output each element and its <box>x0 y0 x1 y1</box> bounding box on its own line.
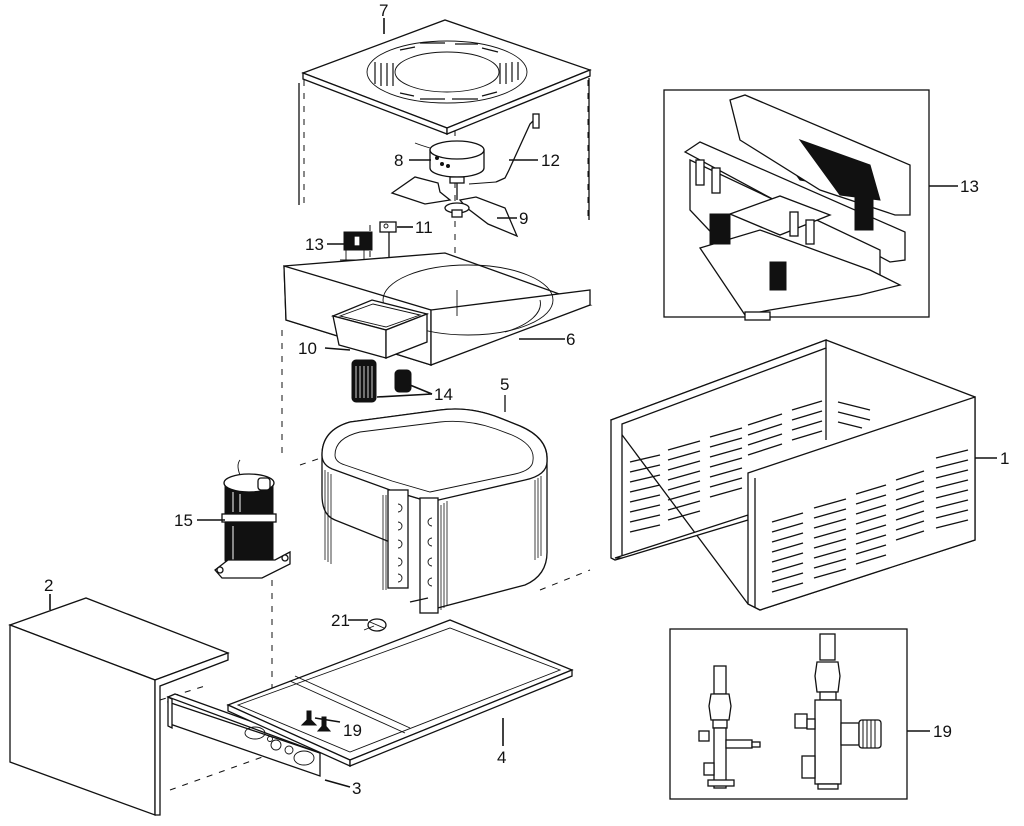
label-part-12: 12 <box>541 151 560 170</box>
coil-return-bends <box>397 503 433 587</box>
part-labels: 7 8 12 9 11 13 10 6 14 5 13 1 15 2 21 19… <box>44 1 1009 798</box>
label-part-5: 5 <box>500 375 509 394</box>
front-louvers <box>771 449 969 593</box>
label-part-7: 7 <box>379 1 388 20</box>
back-louvers <box>629 400 871 533</box>
label-part-2: 2 <box>44 576 53 595</box>
part-7-top-grille <box>298 19 592 220</box>
part-15-compressor <box>214 459 291 579</box>
part-10-control-box <box>330 299 430 359</box>
label-part-15: 15 <box>174 511 193 530</box>
part-2-access-panel <box>8 597 230 816</box>
part-13-contactor-small <box>340 231 373 263</box>
label-part-19-inset: 19 <box>933 722 952 741</box>
label-part-8: 8 <box>394 151 403 170</box>
part-5-condenser-coil <box>321 395 548 614</box>
part-12-motor-mount <box>468 113 540 185</box>
label-part-13-small: 13 <box>305 235 324 254</box>
label-part-10: 10 <box>298 339 317 358</box>
coil-fins <box>324 470 542 610</box>
leader-lines <box>49 18 997 788</box>
label-part-3: 3 <box>352 779 361 798</box>
label-part-13-inset: 13 <box>960 177 979 196</box>
part-19-valve-small <box>300 710 332 732</box>
inset-contactor-detail <box>663 89 930 321</box>
label-part-21: 21 <box>331 611 350 630</box>
label-part-11: 11 <box>415 218 433 237</box>
part-1-cabinet-wrapper <box>609 339 976 611</box>
label-part-14: 14 <box>434 385 453 404</box>
part-3-valve-panel <box>166 693 327 777</box>
part-4-base-pan <box>226 619 574 768</box>
label-part-4: 4 <box>497 748 506 767</box>
part-9-fan-blade <box>390 176 519 238</box>
label-part-6: 6 <box>566 330 575 349</box>
part-21-filter-drier <box>363 618 387 632</box>
part-14-capacitors <box>351 359 433 403</box>
part-8-fan-motor <box>414 140 485 200</box>
label-part-19-base: 19 <box>343 721 362 740</box>
label-part-9: 9 <box>519 209 528 228</box>
grille-slots <box>366 40 528 104</box>
label-part-1: 1 <box>1000 449 1009 468</box>
inset-service-valve-detail <box>669 628 908 800</box>
